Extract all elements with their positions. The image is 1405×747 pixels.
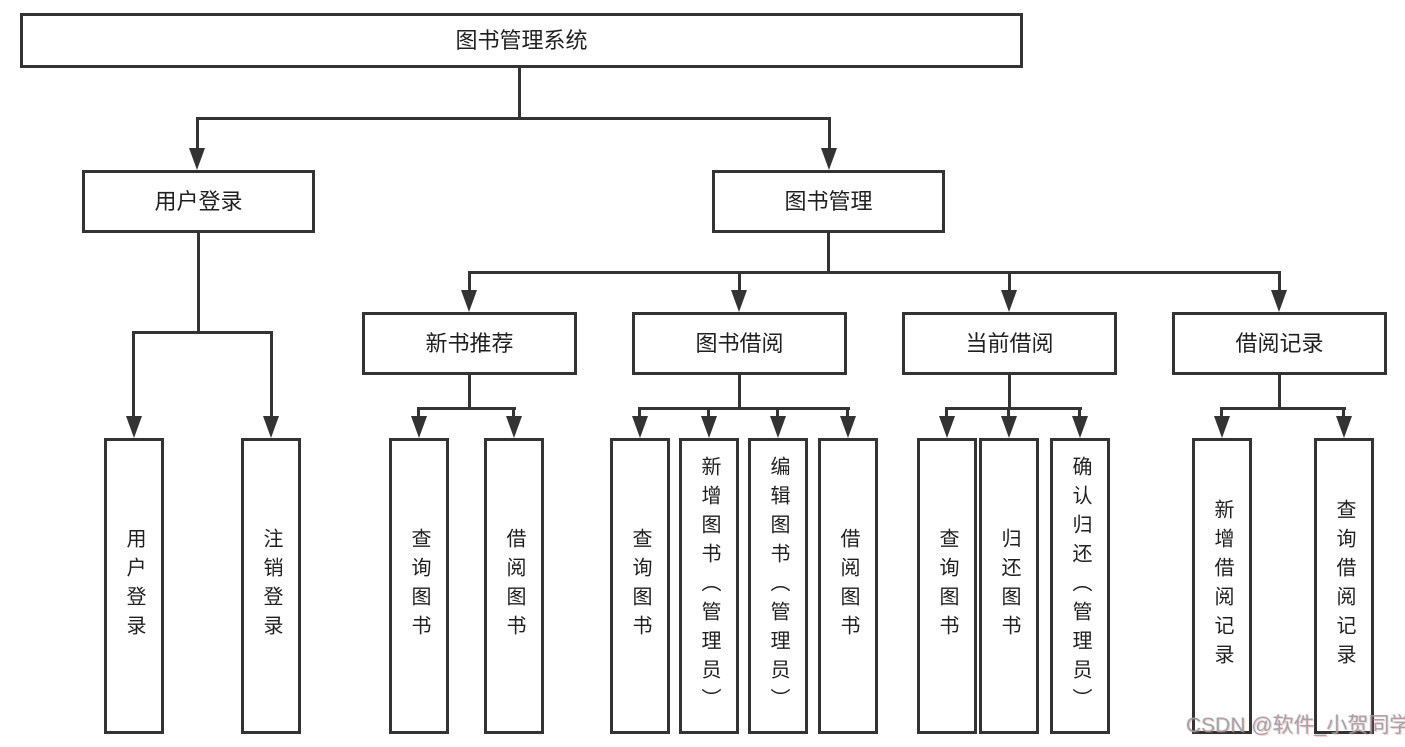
connector-line bbox=[197, 233, 200, 333]
node-user-login: 用户登录 bbox=[82, 170, 315, 233]
node-new-book-recommend-label: 新书推荐 bbox=[425, 330, 514, 356]
arrow-down-icon bbox=[1001, 416, 1017, 438]
connector-line bbox=[738, 375, 741, 409]
leaf-edit-books-admin: 编辑图书（管理员） bbox=[748, 438, 808, 734]
connector-line bbox=[270, 331, 273, 418]
connector-line bbox=[846, 407, 849, 418]
connector-line bbox=[707, 407, 710, 418]
arrow-down-icon bbox=[411, 416, 427, 438]
connector-line bbox=[1342, 407, 1345, 418]
node-user-login-label: 用户登录 bbox=[154, 188, 243, 214]
leaf-borrow-books: 借阅图书 bbox=[818, 438, 878, 734]
leaf-query-books-current: 查询图书 bbox=[917, 438, 977, 734]
connector-line bbox=[1278, 271, 1281, 292]
connector-line bbox=[1220, 407, 1346, 410]
leaf-logout: 注销登录 bbox=[241, 438, 301, 734]
connector-line bbox=[638, 407, 850, 410]
leaf-label: 编辑图书（管理员） bbox=[767, 455, 789, 717]
leaf-label: 新增图书（管理员） bbox=[698, 455, 720, 717]
arrow-down-icon bbox=[263, 416, 279, 438]
arrow-down-icon bbox=[189, 148, 205, 170]
arrow-down-icon bbox=[770, 416, 786, 438]
leaf-return-books: 归还图书 bbox=[979, 438, 1039, 734]
connector-line bbox=[638, 407, 641, 418]
node-current-borrow-label: 当前借阅 bbox=[965, 330, 1054, 356]
arrow-down-icon bbox=[1271, 290, 1287, 312]
connector-line bbox=[945, 407, 948, 418]
node-borrow-records: 借阅记录 bbox=[1172, 312, 1387, 375]
connector-line bbox=[776, 407, 779, 418]
arrow-down-icon bbox=[821, 148, 837, 170]
csdn-watermark: CSDN @软件_小贺同学 bbox=[1186, 714, 1405, 737]
connector-line bbox=[738, 271, 741, 292]
leaf-label: 归还图书 bbox=[998, 528, 1020, 644]
leaf-label: 注销登录 bbox=[260, 528, 282, 644]
leaf-label: 查询借阅记录 bbox=[1333, 499, 1355, 673]
leaf-label: 查询图书 bbox=[629, 528, 651, 644]
leaf-label: 借阅图书 bbox=[503, 528, 525, 644]
connector-line bbox=[1078, 407, 1081, 418]
connector-line bbox=[468, 271, 471, 292]
connector-line bbox=[1220, 407, 1223, 418]
leaf-label: 查询图书 bbox=[936, 528, 958, 644]
leaf-label: 借阅图书 bbox=[837, 528, 859, 644]
leaf-query-books-recommend: 查询图书 bbox=[389, 438, 449, 734]
leaf-query-borrow-record: 查询借阅记录 bbox=[1314, 438, 1374, 734]
arrow-down-icon bbox=[126, 416, 142, 438]
leaf-confirm-return-admin: 确认归还（管理员） bbox=[1050, 438, 1110, 734]
leaf-label: 用户登录 bbox=[123, 528, 145, 644]
arrow-down-icon bbox=[1001, 290, 1017, 312]
node-book-borrow-label: 图书借阅 bbox=[695, 330, 784, 356]
node-new-book-recommend: 新书推荐 bbox=[362, 312, 577, 375]
connector-line bbox=[417, 407, 420, 418]
leaf-user-login: 用户登录 bbox=[104, 438, 164, 734]
connector-line bbox=[1007, 407, 1010, 418]
arrow-down-icon bbox=[939, 416, 955, 438]
arrow-down-icon bbox=[632, 416, 648, 438]
node-root-label: 图书管理系统 bbox=[455, 27, 588, 53]
connector-line bbox=[132, 331, 135, 418]
arrow-down-icon bbox=[461, 290, 477, 312]
leaf-query-books: 查询图书 bbox=[610, 438, 670, 734]
node-root: 图书管理系统 bbox=[20, 13, 1023, 68]
leaf-borrow-books-recommend: 借阅图书 bbox=[484, 438, 544, 734]
connector-line bbox=[1278, 375, 1281, 409]
node-current-borrow: 当前借阅 bbox=[902, 312, 1117, 375]
connector-line bbox=[132, 331, 273, 334]
connector-line bbox=[468, 375, 471, 409]
connector-line bbox=[828, 117, 831, 150]
connector-line bbox=[1008, 375, 1011, 409]
connector-line bbox=[1008, 271, 1011, 292]
node-book-management: 图书管理 bbox=[712, 170, 945, 233]
connector-line bbox=[945, 407, 1082, 410]
connector-line bbox=[518, 68, 521, 118]
arrow-down-icon bbox=[506, 416, 522, 438]
leaf-label: 新增借阅记录 bbox=[1211, 499, 1233, 673]
connector-line bbox=[196, 117, 831, 120]
connector-line bbox=[827, 233, 830, 273]
leaf-label: 查询图书 bbox=[408, 528, 430, 644]
leaf-add-books-admin: 新增图书（管理员） bbox=[679, 438, 739, 734]
node-book-borrow: 图书借阅 bbox=[632, 312, 847, 375]
arrow-down-icon bbox=[1214, 416, 1230, 438]
connector-line bbox=[512, 407, 515, 418]
leaf-add-borrow-record: 新增借阅记录 bbox=[1192, 438, 1252, 734]
arrow-down-icon bbox=[701, 416, 717, 438]
node-borrow-records-label: 借阅记录 bbox=[1235, 330, 1324, 356]
arrow-down-icon bbox=[1336, 416, 1352, 438]
connector-line bbox=[417, 407, 516, 410]
arrow-down-icon bbox=[731, 290, 747, 312]
leaf-label: 确认归还（管理员） bbox=[1069, 455, 1091, 717]
arrow-down-icon bbox=[840, 416, 856, 438]
node-book-management-label: 图书管理 bbox=[784, 188, 873, 214]
connector-line bbox=[468, 271, 1281, 274]
connector-line bbox=[196, 117, 199, 150]
arrow-down-icon bbox=[1072, 416, 1088, 438]
